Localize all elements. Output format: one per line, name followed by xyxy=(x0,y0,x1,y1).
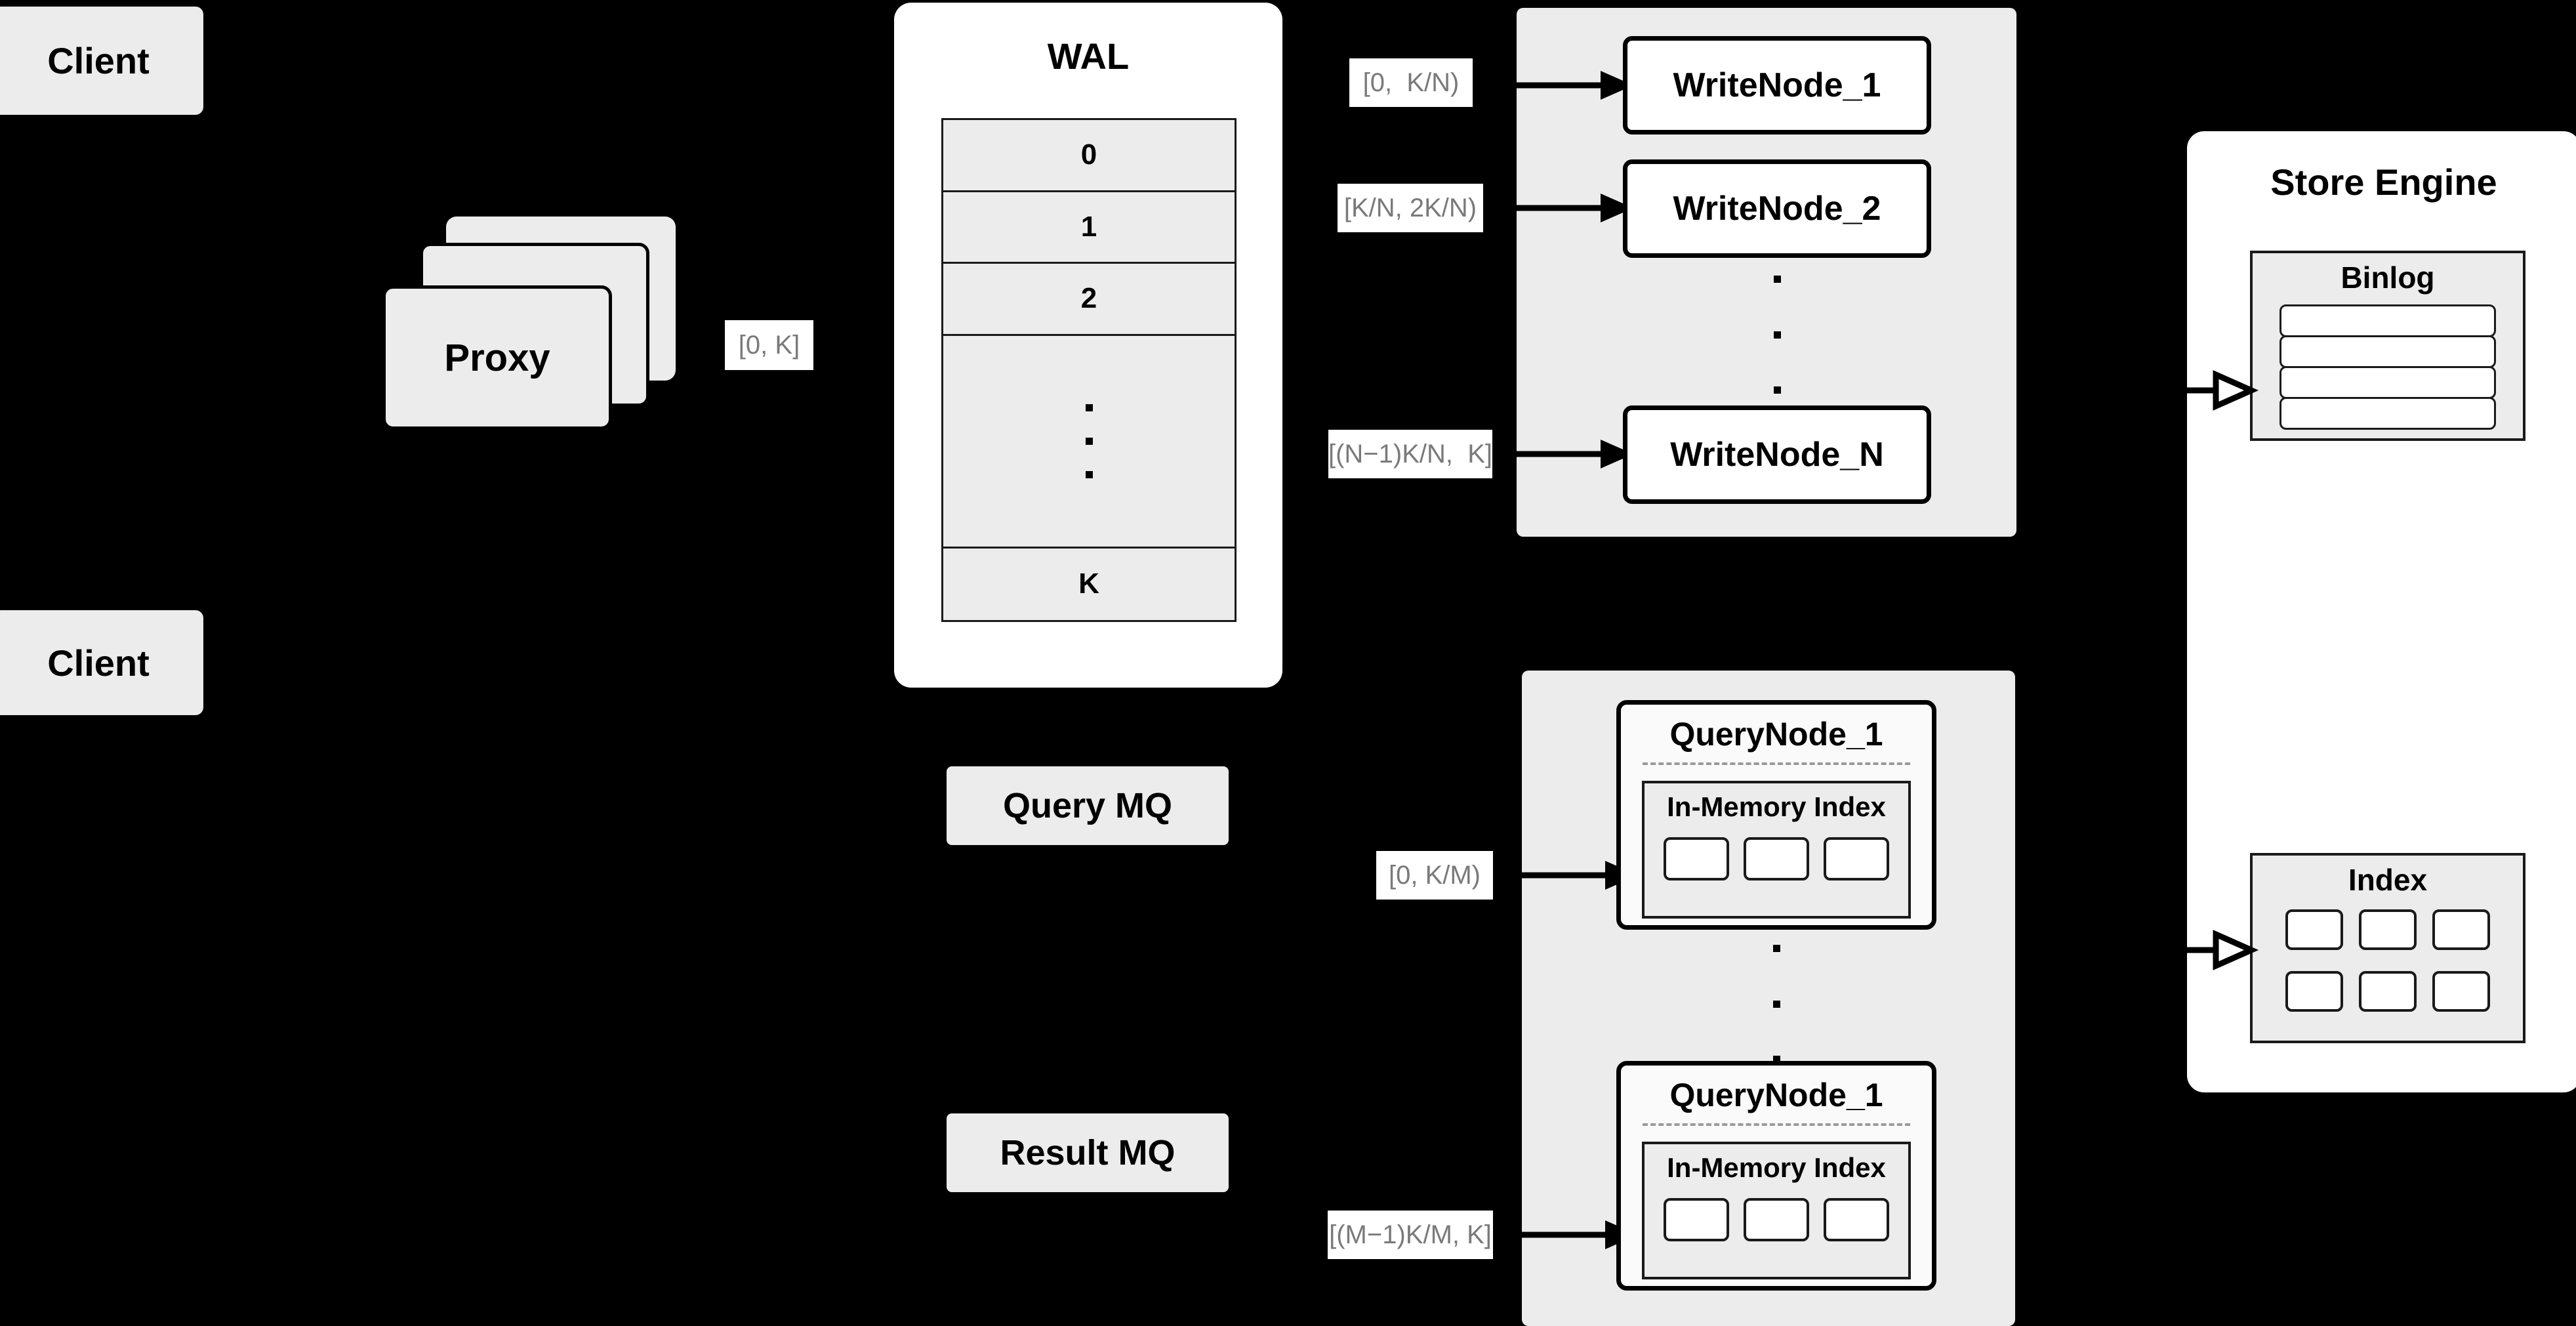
range-label-querynode-m-text: [(M−1)K/M, K] xyxy=(1329,1220,1492,1249)
wal-table: 0 1 2 K xyxy=(941,118,1237,622)
in-memory-index-title: In-Memory Index xyxy=(1667,1152,1886,1183)
arrow-to-writenode-1 xyxy=(1515,71,1633,100)
wal-row-label: 1 xyxy=(1080,210,1097,243)
wal-row: K xyxy=(943,548,1235,620)
range-label-writenode-1-text: [0, K/N) xyxy=(1362,68,1460,97)
range-label-wal: [0, K] xyxy=(725,320,813,370)
write-node-box-n: WriteNode_N xyxy=(1623,405,1931,504)
query-node-separator xyxy=(1643,762,1910,765)
wal-title: WAL xyxy=(1047,35,1130,77)
client-label-bottom: Client xyxy=(47,642,150,684)
binlog-title: Binlog xyxy=(2341,260,2435,295)
wal-row: 1 xyxy=(943,192,1235,264)
index-cell xyxy=(1824,837,1889,881)
result-mq-box: Result MQ xyxy=(947,1113,1229,1192)
wal-row-label: 2 xyxy=(1080,282,1097,315)
index-cell xyxy=(2359,971,2417,1012)
client-box-top: Client xyxy=(0,7,203,115)
in-memory-index-cells xyxy=(1664,1198,1889,1241)
write-node-cluster-ellipsis xyxy=(1767,276,1787,394)
wal-row: 0 xyxy=(943,120,1235,192)
index-section: Index xyxy=(2250,853,2525,1043)
write-node-label: WriteNode_1 xyxy=(1673,66,1881,104)
query-mq-box: Query MQ xyxy=(947,766,1229,845)
proxy-card-front: Proxy xyxy=(382,285,612,430)
range-label-wal-text: [0, K] xyxy=(738,330,800,360)
index-grid xyxy=(2285,909,2490,1012)
binlog-row xyxy=(2280,366,2496,399)
range-label-querynode-1: [0, K/M) xyxy=(1376,851,1493,900)
index-grid-row xyxy=(2285,971,2490,1012)
vertical-dots-icon xyxy=(1085,404,1093,478)
client-box-bottom: Client xyxy=(0,610,203,715)
index-grid-row xyxy=(2285,909,2490,950)
index-cell xyxy=(1664,1198,1729,1241)
arrow-to-index xyxy=(2182,930,2259,970)
index-cell xyxy=(2432,909,2490,950)
proxy-label: Proxy xyxy=(444,336,550,379)
write-node-label: WriteNode_2 xyxy=(1673,190,1881,228)
index-title: Index xyxy=(2348,863,2428,897)
index-cell xyxy=(2285,971,2343,1012)
range-label-writenode-2: [K/N, 2K/N) xyxy=(1338,184,1483,232)
range-label-writenode-n-text: [(N−1)K/N, K] xyxy=(1328,439,1493,468)
binlog-row xyxy=(2280,397,2496,430)
arrow-to-writenode-2 xyxy=(1515,194,1633,222)
in-memory-index-box: In-Memory Index xyxy=(1642,781,1911,919)
range-label-querynode-1-text: [0, K/M) xyxy=(1388,860,1481,890)
binlog-rows xyxy=(2280,304,2496,430)
range-label-writenode-1: [0, K/N) xyxy=(1349,58,1473,107)
range-label-querynode-m: [(M−1)K/M, K] xyxy=(1328,1211,1493,1259)
binlog-section: Binlog xyxy=(2250,251,2525,441)
client-label-top: Client xyxy=(47,40,150,81)
query-node-box-m: QueryNode_1 In-Memory Index xyxy=(1616,1061,1936,1291)
arrow-to-writenode-n xyxy=(1515,440,1633,468)
write-node-label: WriteNode_N xyxy=(1670,436,1884,474)
index-cell xyxy=(1744,1198,1809,1241)
in-memory-index-cells xyxy=(1664,837,1889,881)
range-label-writenode-n: [(N−1)K/N, K] xyxy=(1328,430,1492,478)
write-node-box-2: WriteNode_2 xyxy=(1623,159,1931,258)
query-node-cluster-ellipsis xyxy=(1767,945,1786,1063)
index-cell xyxy=(1744,837,1809,881)
wal-row-label: 0 xyxy=(1080,138,1097,171)
binlog-row xyxy=(2280,304,2496,337)
query-node-separator xyxy=(1643,1123,1910,1126)
index-cell xyxy=(2359,909,2417,950)
wal-row-label: K xyxy=(1078,568,1099,600)
index-cell xyxy=(2432,971,2490,1012)
wal-row: 2 xyxy=(943,264,1235,336)
range-label-writenode-2-text: [K/N, 2K/N) xyxy=(1343,193,1477,222)
store-engine-title: Store Engine xyxy=(2270,161,2497,203)
query-node-box-1: QueryNode_1 In-Memory Index xyxy=(1616,700,1936,930)
result-mq-label: Result MQ xyxy=(1000,1133,1176,1172)
in-memory-index-title: In-Memory Index xyxy=(1667,791,1886,822)
query-node-title: QueryNode_1 xyxy=(1669,1077,1883,1113)
write-node-box-1: WriteNode_1 xyxy=(1623,36,1931,135)
index-cell xyxy=(1824,1198,1889,1241)
index-cell xyxy=(1664,837,1729,881)
in-memory-index-box: In-Memory Index xyxy=(1642,1142,1911,1279)
query-node-title: QueryNode_1 xyxy=(1669,716,1883,753)
binlog-row xyxy=(2280,335,2496,368)
arrow-to-binlog xyxy=(2182,370,2259,411)
wal-row-ellipsis xyxy=(943,335,1235,549)
index-cell xyxy=(2285,909,2343,950)
query-mq-label: Query MQ xyxy=(1002,786,1173,825)
